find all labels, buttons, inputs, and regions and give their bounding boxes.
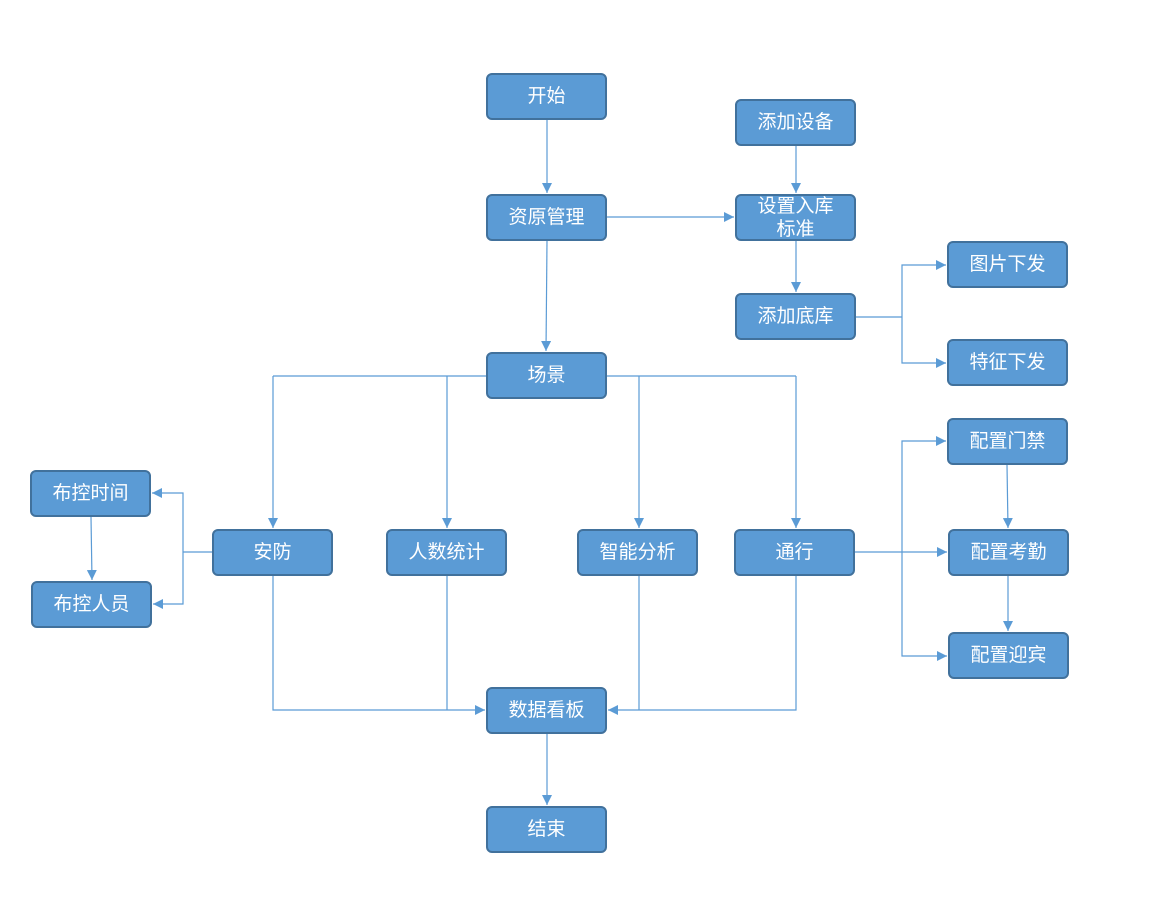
- node-add-device[interactable]: 添加设备: [735, 99, 856, 146]
- node-label: 通行: [775, 541, 814, 563]
- node-add-library[interactable]: 添加底库: [735, 293, 856, 340]
- edge-security-time: [152, 488, 184, 552]
- node-label-line2: 标准: [776, 217, 815, 240]
- node-label: 配置门禁: [969, 430, 1046, 452]
- node-scene[interactable]: 场景: [486, 352, 607, 399]
- edge-resource-scene: [541, 240, 552, 352]
- node-label: 添加设备: [757, 111, 834, 133]
- node-label: 图片下发: [969, 253, 1046, 275]
- node-label: 配置考勤: [970, 541, 1047, 563]
- node-passage[interactable]: 通行: [734, 529, 855, 576]
- node-security[interactable]: 安防: [212, 529, 333, 576]
- node-label: 布控时间: [52, 482, 129, 504]
- node-label: 布控人员: [53, 593, 130, 615]
- node-label: 结束: [527, 818, 566, 840]
- edge-passage-door: [901, 436, 946, 552]
- node-label: 开始: [527, 85, 566, 107]
- edge-library-feature: [901, 317, 946, 368]
- node-config-guest-welcome[interactable]: 配置迎宾: [948, 632, 1069, 679]
- edge-passage-guest: [901, 552, 947, 661]
- node-set-storage-standard[interactable]: 设置入库 标准: [735, 194, 856, 241]
- node-label: 配置迎宾: [970, 644, 1047, 666]
- node-people-count[interactable]: 人数统计: [386, 529, 507, 576]
- node-label: 人数统计: [408, 541, 485, 563]
- edge-time-person: [86, 516, 97, 581]
- node-feature-dispatch[interactable]: 特征下发: [947, 339, 1068, 386]
- node-deploy-time[interactable]: 布控时间: [30, 470, 151, 517]
- node-start[interactable]: 开始: [486, 73, 607, 120]
- node-end[interactable]: 结束: [486, 806, 607, 853]
- node-deploy-person[interactable]: 布控人员: [31, 581, 152, 628]
- node-label: 特征下发: [969, 351, 1046, 373]
- edge-library-picture: [901, 260, 946, 317]
- node-label: 添加底库: [757, 305, 834, 327]
- node-smart-analysis[interactable]: 智能分析: [577, 529, 698, 576]
- node-data-dashboard[interactable]: 数据看板: [486, 687, 607, 734]
- edge-passage-board: [608, 576, 797, 715]
- node-label: 安防: [253, 541, 292, 563]
- node-label-line1: 设置入库: [757, 194, 834, 217]
- node-label: 资原管理: [508, 206, 585, 228]
- node-label: 数据看板: [508, 699, 585, 721]
- node-config-attendance[interactable]: 配置考勤: [948, 529, 1069, 576]
- node-label: 智能分析: [599, 541, 676, 563]
- edge-security-person: [153, 552, 184, 609]
- node-label: 场景: [527, 364, 566, 386]
- node-config-access-control[interactable]: 配置门禁: [947, 418, 1068, 465]
- node-resource-management[interactable]: 资原管理: [486, 194, 607, 241]
- edge-door-attendance: [1002, 464, 1013, 529]
- node-picture-dispatch[interactable]: 图片下发: [947, 241, 1068, 288]
- edge-security-board: [272, 576, 485, 715]
